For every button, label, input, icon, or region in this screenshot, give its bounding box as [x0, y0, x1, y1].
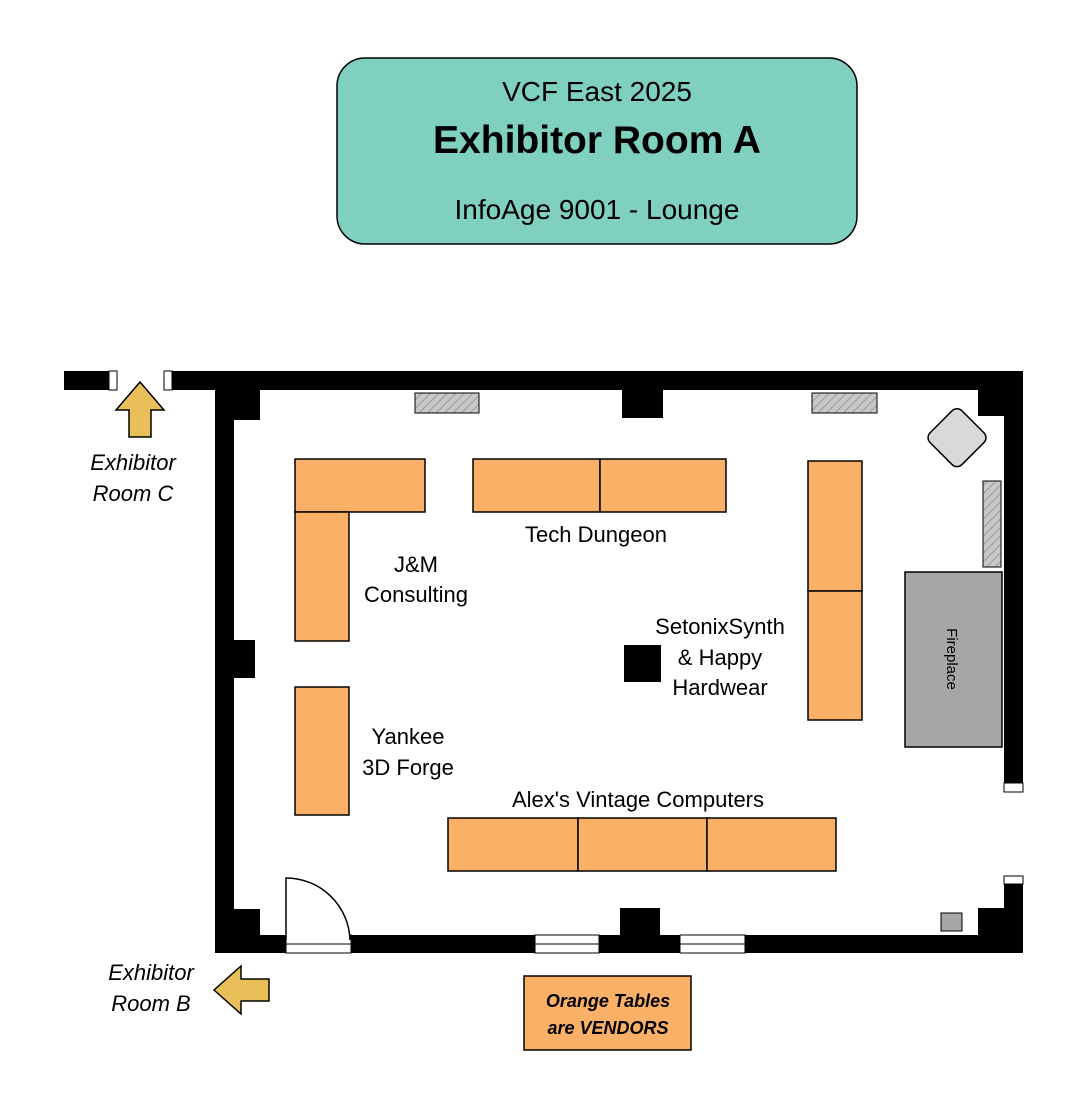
pillar-top-center — [622, 390, 663, 418]
pillar-left-mid — [234, 640, 255, 678]
right-wall-gap-upper — [1003, 875, 1024, 885]
arrow-left-icon — [212, 964, 270, 1016]
table-tech-dungeon-2 — [599, 458, 727, 513]
vendor-yankee-line1: Yankee — [372, 724, 445, 749]
door-jamb-right — [163, 370, 173, 391]
arrow-up-icon — [114, 380, 166, 438]
bottom-wall-mid — [599, 935, 680, 953]
pillar-bottom-right — [978, 908, 1004, 935]
windows — [534, 934, 746, 954]
table-alex-2 — [577, 817, 708, 872]
top-wall-left-segment — [64, 371, 109, 390]
pillar-bottom-center — [620, 908, 660, 935]
vent-top-left — [414, 392, 480, 414]
vendor-alex: Alex's Vintage Computers — [512, 787, 764, 812]
pillar-bottom-left — [234, 909, 260, 935]
left-wall — [215, 390, 234, 953]
table-alex-1 — [447, 817, 579, 872]
room-location: InfoAge 9001 - Lounge — [455, 194, 740, 225]
table-setonix-2 — [807, 590, 863, 721]
exit-room-b-line2: Room B — [111, 991, 190, 1016]
vent-right — [982, 480, 1002, 568]
vendor-yankee-line2: 3D Forge — [362, 755, 454, 780]
table-tech-dungeon-1 — [472, 458, 601, 513]
corner-plant-icon — [927, 408, 987, 468]
legend-swatch — [523, 975, 692, 1051]
table-jm-side — [294, 511, 350, 642]
legend-line2: are VENDORS — [547, 1018, 668, 1038]
vendor-jm-line1: J&M — [394, 552, 438, 577]
door-swing-arc — [285, 877, 351, 941]
vendor-jm-line2: Consulting — [364, 582, 468, 607]
vendor-tech-dungeon: Tech Dungeon — [525, 522, 667, 547]
right-wall-gap-lower — [1003, 782, 1024, 793]
right-wall-upper — [1004, 390, 1023, 783]
exit-room-c-line2: Room C — [93, 481, 174, 506]
small-fixture — [940, 912, 963, 932]
room-walls — [64, 370, 1024, 953]
title-box: VCF East 2025 Exhibitor Room A InfoAge 9… — [336, 57, 858, 245]
pillar-top-right — [978, 390, 1004, 416]
vent-top-right — [811, 392, 878, 414]
vendor-tables — [294, 458, 863, 872]
bottom-wall-mid-left — [351, 935, 535, 953]
center-pillar — [624, 645, 661, 682]
table-setonix-1 — [807, 460, 863, 592]
table-alex-3 — [706, 817, 837, 872]
exit-room-b-line1: Exhibitor — [108, 960, 195, 985]
vendor-setonix-line3: Hardwear — [672, 675, 767, 700]
bottom-wall-left — [234, 935, 286, 953]
legend: Orange Tables are VENDORS — [523, 975, 692, 1051]
table-jm-top — [294, 458, 426, 513]
pillar-top-left — [234, 390, 260, 420]
vendor-setonix-line1: SetonixSynth — [655, 614, 785, 639]
door-jamb-left — [108, 370, 118, 391]
legend-line1: Orange Tables — [546, 991, 670, 1011]
bottom-wall-right — [745, 935, 1004, 953]
exit-room-c-line1: Exhibitor — [90, 450, 177, 475]
fireplace-label: Fireplace — [943, 628, 960, 690]
entrance-door — [285, 877, 352, 954]
event-name: VCF East 2025 — [502, 76, 692, 107]
room-title: Exhibitor Room A — [433, 119, 761, 162]
fireplace: Fireplace — [904, 571, 1003, 748]
table-yankee — [294, 686, 350, 816]
vendor-setonix-line2: & Happy — [678, 645, 762, 670]
top-wall — [172, 371, 1023, 390]
vendor-labels: J&M Consulting Tech Dungeon SetonixSynth… — [362, 522, 785, 812]
right-wall-lower — [1004, 884, 1023, 953]
